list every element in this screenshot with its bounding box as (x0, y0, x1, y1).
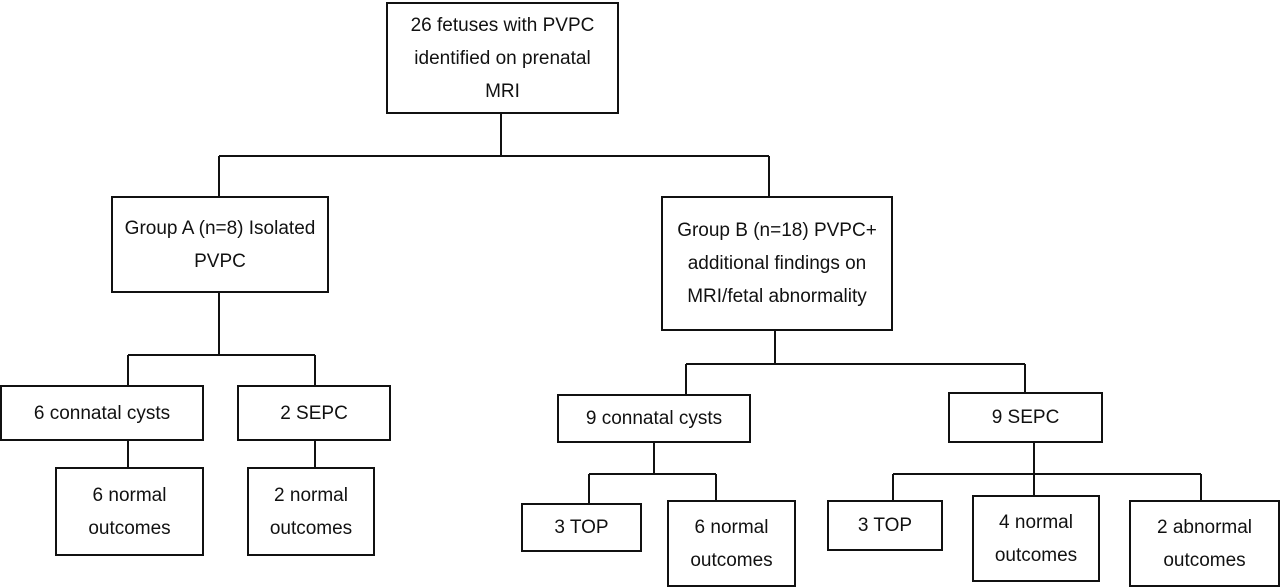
b-connatal-normal-outcomes-node: 6 normal outcomes (667, 500, 796, 587)
b-sepc-top-label: 3 TOP (857, 515, 913, 536)
root-node: 26 fetuses with PVPC identified on prena… (386, 2, 619, 114)
b-connatal-cysts-label: 9 connatal cysts (585, 408, 723, 429)
group-b-label: Group B (n=18) PVPC+ additional findings… (677, 220, 877, 307)
b-sepc-normal-outcomes-node: 4 normal outcomes (972, 495, 1100, 582)
group-a-label: Group A (n=8) Isolated PVPC (124, 217, 316, 272)
b-connatal-normal-outcomes-label: 6 normal outcomes (690, 516, 773, 571)
a-sepc-normal-outcomes-node: 2 normal outcomes (247, 467, 375, 556)
group-b-node: Group B (n=18) PVPC+ additional findings… (661, 196, 893, 331)
b-connatal-top-node: 3 TOP (521, 503, 642, 552)
a-connatal-normal-outcomes-label: 6 normal outcomes (88, 484, 171, 539)
a-sepc-label: 2 SEPC (280, 402, 348, 424)
group-a-node: Group A (n=8) Isolated PVPC (111, 196, 329, 293)
a-connatal-cysts-node: 6 connatal cysts (0, 385, 204, 441)
b-sepc-top-node: 3 TOP (827, 500, 943, 551)
b-sepc-normal-outcomes-label: 4 normal outcomes (994, 511, 1078, 566)
b-sepc-abnormal-outcomes-node: 2 abnormal outcomes (1129, 500, 1280, 587)
a-sepc-normal-outcomes-label: 2 normal outcomes (269, 484, 353, 539)
b-sepc-abnormal-outcomes-label: 2 abnormal outcomes (1156, 516, 1253, 571)
root-node-label: 26 fetuses with PVPC identified on prena… (410, 14, 595, 102)
b-sepc-label: 9 SEPC (991, 407, 1060, 428)
b-connatal-cysts-node: 9 connatal cysts (557, 394, 751, 443)
b-sepc-node: 9 SEPC (948, 392, 1103, 443)
a-connatal-normal-outcomes-node: 6 normal outcomes (55, 467, 204, 556)
b-connatal-top-label: 3 TOP (554, 517, 609, 538)
a-sepc-node: 2 SEPC (237, 385, 391, 441)
a-connatal-cysts-label: 6 connatal cysts (33, 402, 171, 424)
